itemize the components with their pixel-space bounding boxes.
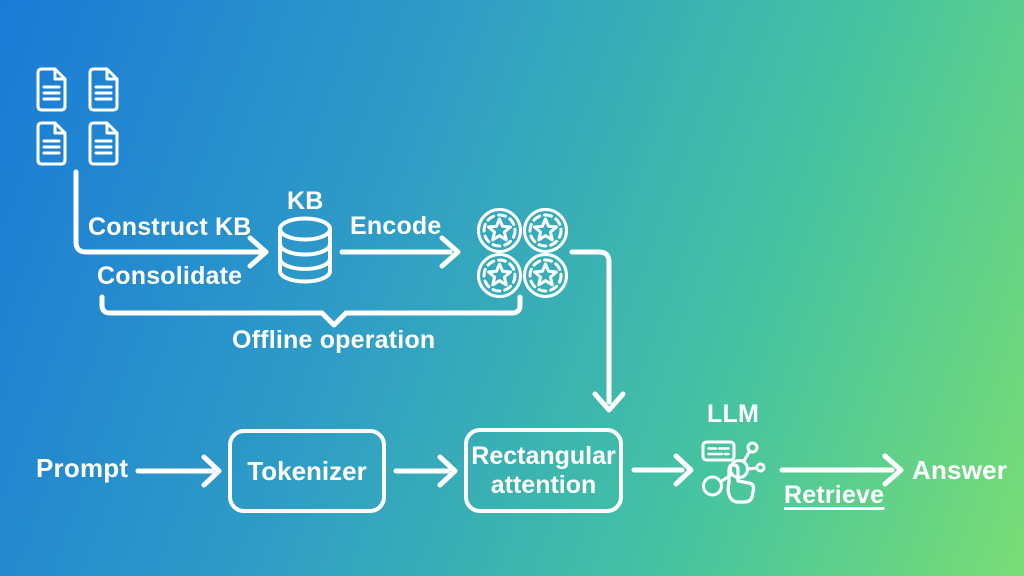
llm-label: LLM (707, 400, 759, 428)
tokenizer-box: Tokenizer (228, 429, 386, 513)
kb-label: KB (287, 187, 324, 215)
consolidate-label: Consolidate (97, 262, 243, 290)
arrow-llm-to-answer (779, 453, 904, 487)
prompt-label: Prompt (36, 453, 129, 483)
database-icon (278, 216, 332, 284)
arrow-attention-to-llm (631, 453, 694, 487)
rectangular-attention-label: Rectangular attention (471, 441, 616, 499)
arrow-tokenizer-to-attention (393, 454, 458, 488)
tokenizer-label: Tokenizer (247, 455, 367, 486)
rectangular-attention-box: Rectangular attention (464, 428, 623, 513)
retrieve-label: Retrieve (784, 481, 885, 509)
arrow-prompt-to-tokenizer (135, 454, 222, 488)
offline-brace (99, 294, 523, 328)
document-stack-icon (36, 67, 119, 166)
offline-operation-label: Offline operation (232, 326, 436, 354)
answer-label: Answer (912, 455, 1008, 485)
construct-kb-label: Construct KB (88, 213, 252, 241)
encode-label: Encode (350, 212, 442, 240)
token-coins-icon (477, 208, 568, 298)
arrow-docs-to-kb (73, 169, 269, 269)
arrow-kb-to-embeddings (339, 235, 461, 269)
llm-model-icon (701, 440, 766, 504)
arrow-embeddings-to-attention (569, 249, 626, 413)
